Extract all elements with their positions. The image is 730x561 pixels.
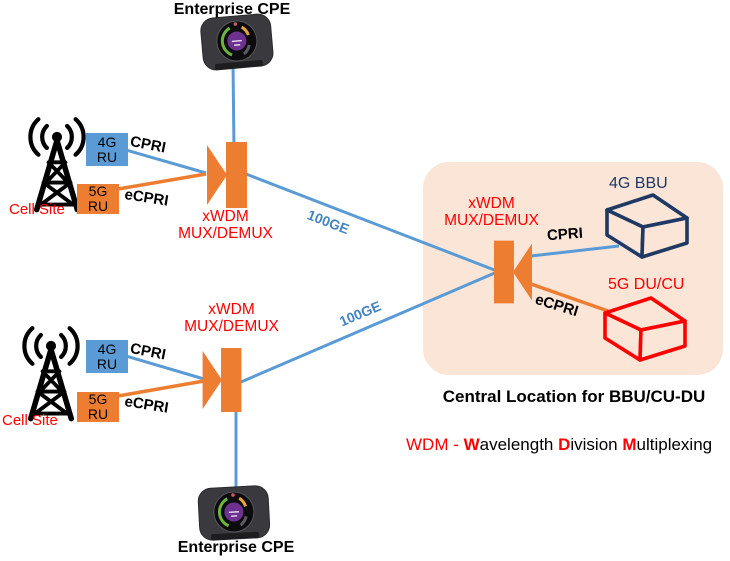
enterprise-cpe-device-icon [197,485,271,541]
link-ecpri-cellsite1 [117,172,207,191]
ru-5g-label-line1: 5G [88,183,108,199]
link-cpri-cellsite1 [125,148,207,175]
legend-w-initial: W [463,435,480,454]
legend-d-rest: ivision [570,435,623,454]
bbu-4g-label: 4G BBU [609,175,668,192]
xwdm-mux-1-label: xWDM MUX/DEMUX [153,208,298,242]
ru-5g-label-line1: 5G [88,391,108,407]
enterprise-cpe-device-icon [200,13,274,71]
cell-tower-icon [28,117,86,213]
ru-5g-box: 5G RU [77,392,119,422]
xwdm-mux-icon [207,142,247,208]
ru-5g-label-line2: RU [87,406,109,422]
ru-4g-label-line2: RU [96,355,118,372]
link-ecpri-cellsite2 [117,379,205,398]
xwdm-mux-icon [494,240,532,304]
mux-label-line2: MUX/DEMUX [178,224,273,242]
enterprise-cpe-bottom-label: Enterprise CPE [177,539,295,556]
xwdm-mux-icon [202,348,242,412]
central-location-caption: Central Location for BBU/CU-DU [442,387,706,406]
ru-4g-label-line2: RU [96,148,118,165]
link-cpe-top [231,61,236,151]
du-cu-5g-label: 5G DU/CU [608,276,685,293]
legend-d-initial: D [558,435,571,454]
ru-5g-box: 5G RU [77,184,119,214]
link-100ge-2 [240,270,498,384]
legend-m-rest: ultiplexing [636,435,713,454]
mux-label-line1: xWDM [202,208,249,225]
link-ecpri-central [530,282,609,313]
mux-label-line1: xWDM [208,301,255,318]
mux-label-line1: xWDM [468,195,515,212]
ru-5g-label-line2: RU [87,198,109,214]
xwdm-mux-central-label: xWDM MUX/DEMUX [419,195,564,229]
link-cpri-central [530,244,620,258]
ru-4g-label-line1: 4G [97,340,117,357]
legend-acronym: WDM - [406,435,464,454]
legend-m-initial: M [622,435,637,454]
bbu-4g-box-icon [605,193,689,259]
cpri-label-central: CPRI [546,224,584,245]
wdm-legend: WDM - Wavelength Division Multiplexing [406,435,712,455]
legend-w-rest: avelength [479,435,559,454]
cell-site-2-label: Cell Site [2,412,58,429]
ru-4g-label-line1: 4G [97,133,117,150]
du-cu-5g-box-icon [603,296,687,362]
ru-4g-box: 4G RU [86,340,128,373]
enterprise-cpe-top-label: Enterprise CPE [173,1,291,18]
mux-label-line2: MUX/DEMUX [184,317,279,335]
cell-tower-icon [22,326,80,422]
mux-label-line2: MUX/DEMUX [444,211,539,229]
link-100ge-1 [245,172,498,273]
ru-4g-box: 4G RU [86,133,128,166]
cell-site-1-label: Cell Site [9,201,65,218]
link-cpri-cellsite2 [125,354,205,381]
xwdm-mux-2-label: xWDM MUX/DEMUX [159,301,304,335]
